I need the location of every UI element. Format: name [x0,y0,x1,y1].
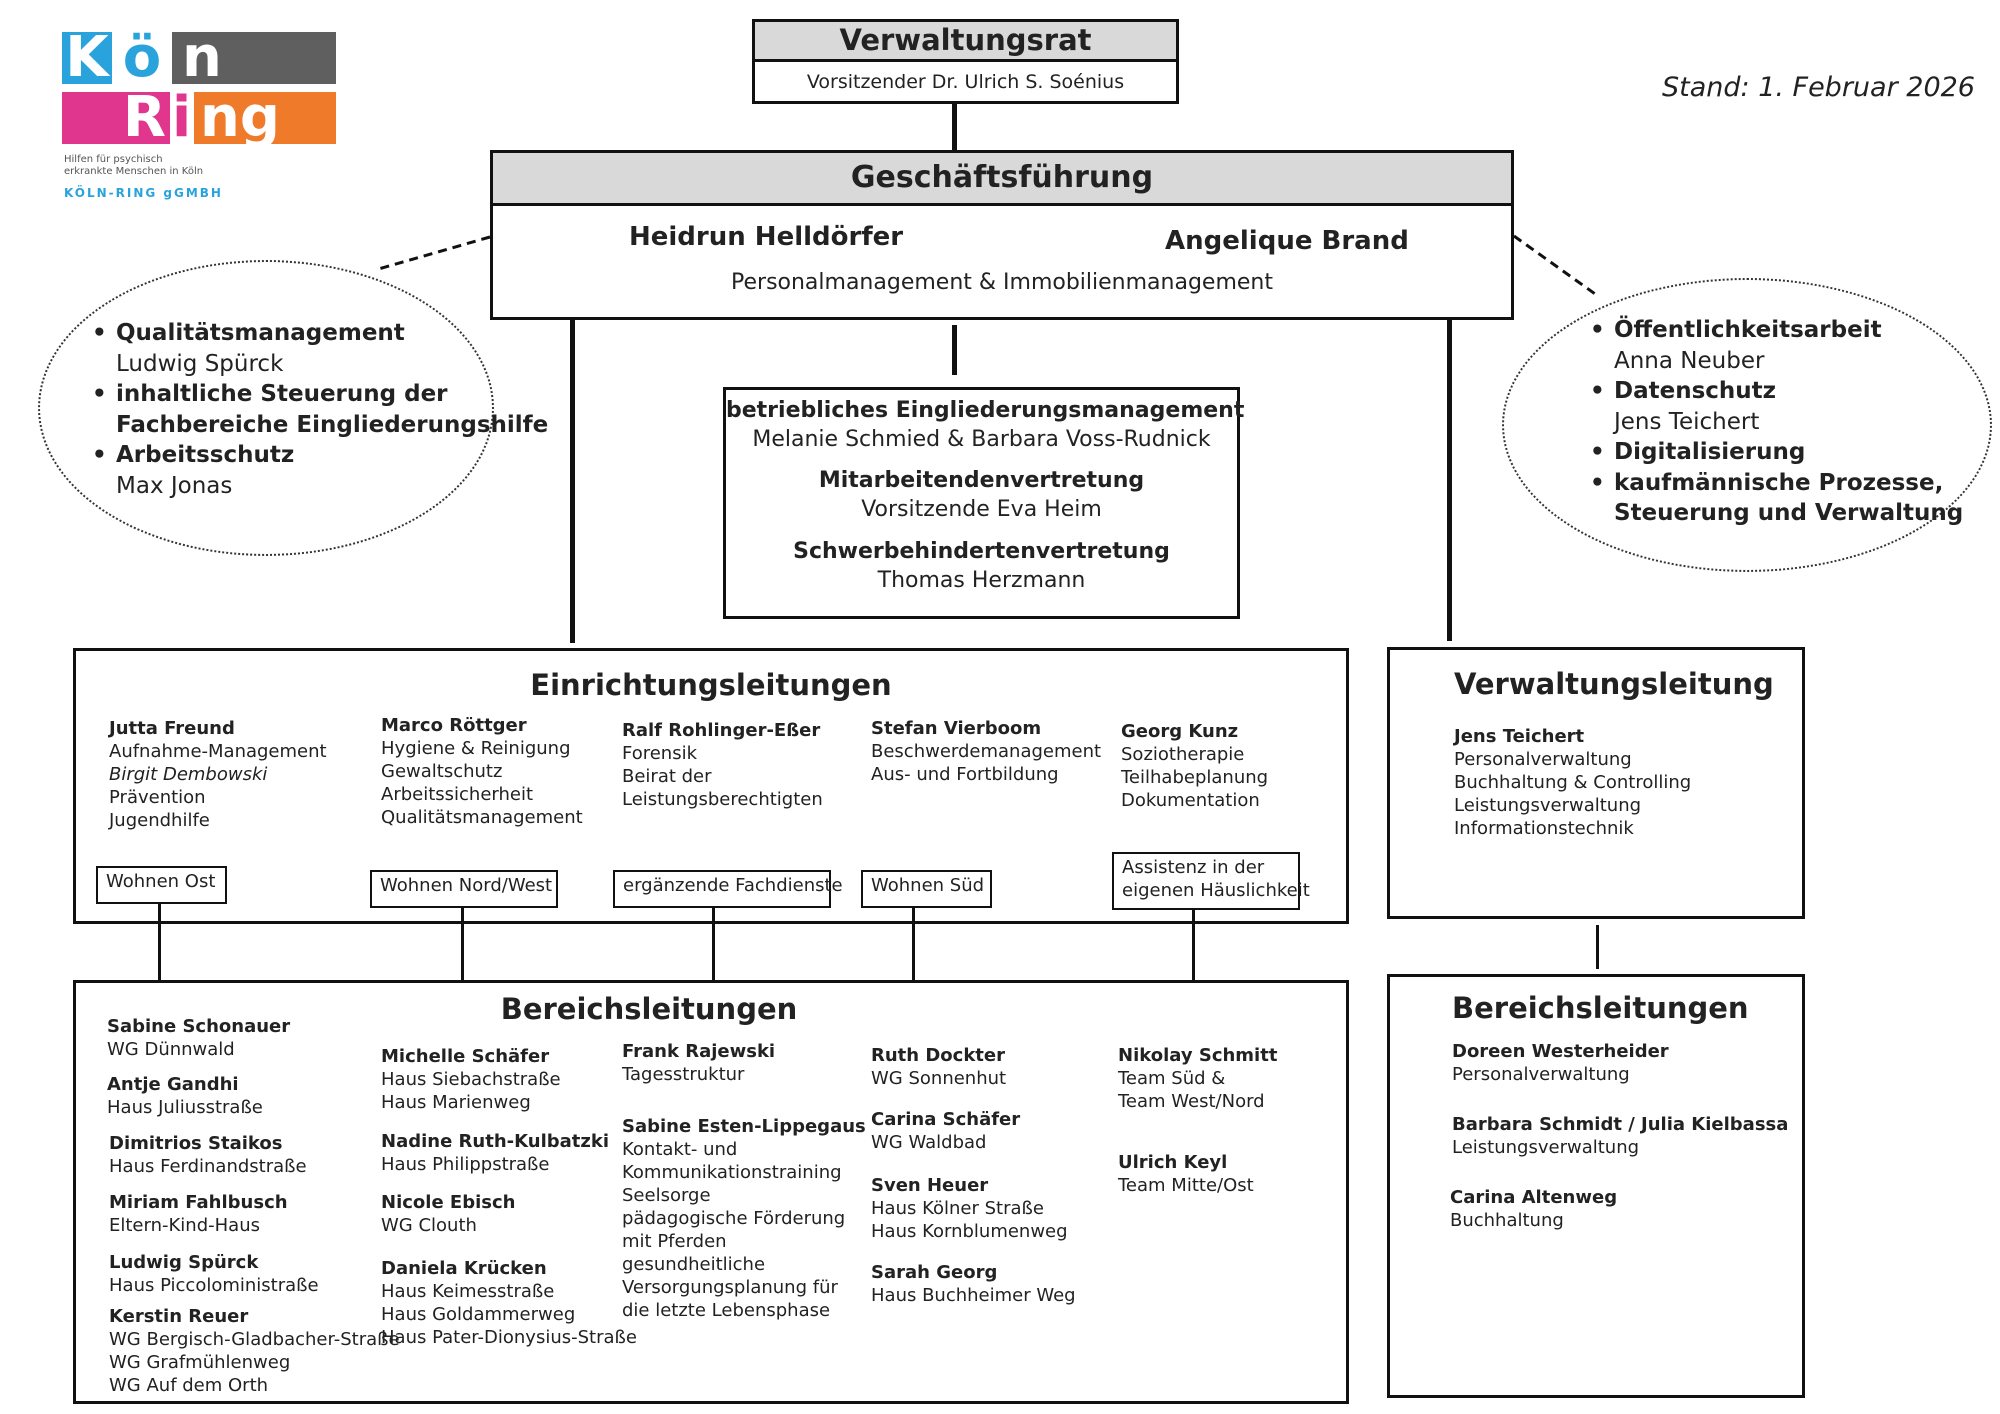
gf-area: Personalmanagement & Immobilienmanagemen… [731,270,1273,295]
verwaltungsrat-box: Verwaltungsrat Vorsitzender Dr. Ulrich S… [752,19,1179,104]
bereichsleitungen-right-box: Bereichsleitungen Doreen Westerheider Pe… [1387,974,1805,1398]
vl-teichert: Jens Teichert Personalverwaltung Buchhal… [1454,726,1692,839]
blr-entry-schmidt-kielbassa: Barbara Schmidt / Julia Kielbassa Leistu… [1452,1114,1789,1158]
geschaeftsfuehrung-box: Geschäftsführung Heidrun Helldörfer Ange… [490,150,1514,320]
connector-fachdienste [712,908,715,980]
bl-entry-dockter: Ruth Dockter WG Sonnenhut [871,1045,1007,1089]
connector-sued [912,908,915,980]
el-col-vierboom: Stefan Vierboom Beschwerdemanagement Aus… [871,718,1102,785]
connector-nord-west [461,908,464,980]
dashed-connector-left [374,235,491,272]
bl-entry-kruecken: Daniela Krücken Haus Keimesstraße Haus G… [381,1258,637,1348]
logo-tagline-1: Hilfen für psychisch [64,154,163,165]
representation-box: betriebliches Eingliederungsmanagement M… [723,387,1245,619]
verwaltungsrat-chair: Vorsitzender Dr. Ulrich S. Soénius [806,71,1125,93]
logo-k-tile: K [62,30,112,86]
bl-entry-staikos: Dimitrios Staikos Haus Ferdinandstraße [109,1133,307,1177]
bl-entry-heuer: Sven Heuer Haus Kölner Straße Haus Kornb… [871,1175,1068,1242]
right-item-digitalisierung: Digitalisierung [1586,437,1963,468]
bl-entry-ebisch: Nicole Ebisch WG Clouth [381,1192,516,1236]
logo-ng-tile: ng [194,90,336,146]
tag-wohnen-nord-west: Wohnen Nord/West [370,870,558,908]
blr-entry-westerheider: Doreen Westerheider Personalverwaltung [1452,1041,1669,1085]
verwaltungsleitung-title: Verwaltungsleitung [1454,667,1774,701]
tag-assistenz: Assistenz in der eigenen Häuslichkeit [1112,852,1310,910]
dashed-connector-right [1513,234,1599,298]
bl-entry-m-schaefer: Michelle Schäfer Haus Siebachstraße Haus… [381,1046,561,1113]
gf-person-brand: Angelique Brand [1165,226,1409,256]
bereichsleitungen-left-box: Bereichsleitungen Sabine Schonauer WG Dü… [73,980,1349,1404]
bl-entry-keyl: Ulrich Keyl Team Mitte/Ost [1118,1152,1254,1196]
el-col-freund: Jutta Freund Aufnahme-Management Birgit … [109,718,327,831]
right-staff-ellipse [1502,278,1992,572]
blr-entry-altenweg: Carina Altenweg Buchhaltung [1450,1187,1618,1231]
koeln-ring-logo: K ö n R i ng Hilfen für psychisch erkran… [62,25,336,212]
connector-rat-gf [952,104,957,150]
logo-r-tile: R [62,90,170,146]
verwaltungsrat-title: Verwaltungsrat [755,22,1176,62]
mav-people: Vorsitzende Eva Heim [861,496,1102,522]
right-item-kaufmaennisch: kaufmännische Prozesse,Steuerung und Ver… [1586,468,1963,529]
sbv-people: Thomas Herzmann [877,567,1086,593]
connector-gf-verwaltung [1447,320,1452,641]
bl-entry-esten-lippegaus: Sabine Esten-Lippegaus Kontakt- und Komm… [622,1116,866,1321]
bl-entry-reuer: Kerstin Reuer WG Bergisch-Gladbacher-Str… [109,1306,400,1396]
bl-entry-schmitt: Nikolay Schmitt Team Süd & Team West/Nor… [1118,1045,1278,1112]
bl-entry-ruth-kulbatzki: Nadine Ruth-Kulbatzki Haus Philippstraße [381,1131,609,1175]
logo-oe-tile: ö [122,25,162,90]
logo-n-tile: n [172,30,336,86]
tag-wohnen-ost: Wohnen Ost [96,866,227,904]
el-col-roettger: Marco Röttger Hygiene & Reinigung Gewalt… [381,715,583,828]
bl-entry-rajewski: Frank Rajewski Tagesstruktur [622,1041,776,1085]
sbv-title: Schwerbehindertenvertretung [793,539,1170,565]
tag-wohnen-sued: Wohnen Süd [861,870,992,908]
logo-i-tile: i [172,85,192,150]
bl-entry-spuerck: Ludwig Spürck Haus Piccoloministraße [109,1252,319,1296]
bl-entry-fahlbusch: Miriam Fahlbusch Eltern-Kind-Haus [109,1192,288,1236]
stand-date: Stand: 1. Februar 2026 [1662,72,1975,103]
el-col-rohlinger: Ralf Rohlinger-Eßer Forensik Beirat der … [622,720,823,810]
bl-entry-georg: Sarah Georg Haus Buchheimer Weg [871,1262,1076,1306]
bl-entry-gandhi: Antje Gandhi Haus Juliusstraße [107,1074,263,1118]
connector-assistenz [1192,910,1195,980]
connector-vl-bl [1596,925,1599,969]
bem-people: Melanie Schmied & Barbara Voss-Rudnick [752,426,1211,452]
einrichtungsleitungen-title: Einrichtungsleitungen [530,668,892,702]
logo-tagline-2: erkrankte Menschen in Köln [64,166,204,177]
mav-title: Mitarbeitendenvertretung [818,468,1145,494]
tag-ergaenzende-fachdienste: ergänzende Fachdienste [613,870,843,908]
verwaltungsleitung-box: Verwaltungsleitung Jens Teichert Persona… [1387,647,1805,919]
bl-entry-schonauer: Sabine Schonauer WG Dünnwald [107,1016,291,1060]
bem-title: betriebliches Eingliederungsmanagement [726,398,1245,423]
connector-gf-center [952,325,957,375]
bl-entry-c-schaefer: Carina Schäfer WG Waldbad [871,1109,1021,1153]
connector-gf-einrichtung [570,320,575,643]
gf-person-helldoerfer: Heidrun Helldörfer [629,222,904,252]
bereichsleitungen-right-title: Bereichsleitungen [1452,991,1749,1025]
connector-ost [158,904,161,980]
logo-company: KÖLN-RING gGMBH [64,186,223,200]
geschaeftsfuehrung-title: Geschäftsführung [493,153,1511,206]
bereichsleitungen-left-title: Bereichsleitungen [500,992,798,1026]
el-col-kunz: Georg Kunz Soziotherapie Teilhabeplanung… [1121,721,1269,811]
